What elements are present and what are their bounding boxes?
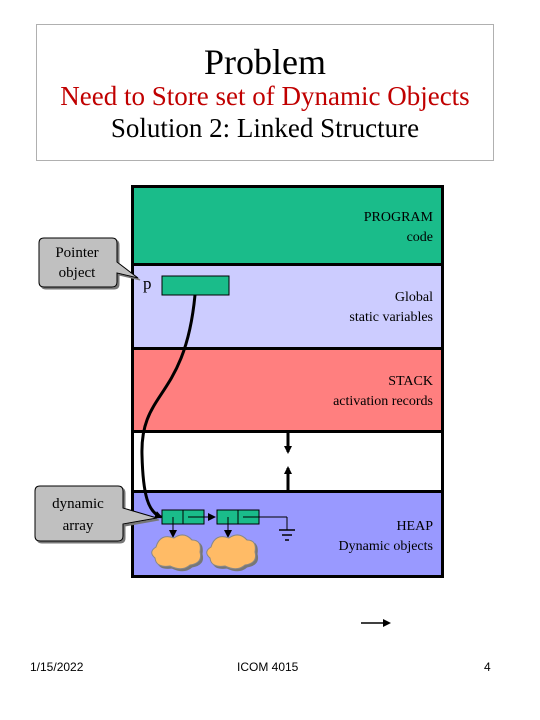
stack-label: STACK <box>388 374 433 389</box>
dynamic-object-2 <box>206 534 256 570</box>
pointer-variable-label: p <box>143 274 152 293</box>
program-sublabel: code <box>406 230 433 245</box>
list-node-1 <box>161 509 216 538</box>
dynamic-object-1 <box>151 534 201 570</box>
list-node-2 <box>216 509 287 538</box>
pointer-callout-line2: object <box>59 265 96 281</box>
program-segment: PROGRAM code <box>131 185 444 266</box>
pointer-callout <box>38 237 139 288</box>
footer-page-number: 4 <box>484 660 491 674</box>
dynamic-callout-line1: dynamic <box>52 496 104 512</box>
dynamic-array-callout <box>34 485 158 542</box>
global-label: Global <box>394 290 433 305</box>
stack-sublabel: activation records <box>333 394 433 409</box>
title-box: Problem Need to Store set of Dynamic Obj… <box>36 24 494 161</box>
slide-title: Problem <box>204 42 326 82</box>
pointer-callout-line1: Pointer <box>55 245 98 261</box>
null-ground-symbol <box>279 517 295 541</box>
slide-solution: Solution 2: Linked Structure <box>110 113 420 143</box>
footer-course: ICOM 4015 <box>237 660 299 674</box>
pointer-variable-box <box>161 275 230 296</box>
heap-segment: HEAP Dynamic objects <box>131 490 444 578</box>
program-label: PROGRAM <box>363 210 433 225</box>
pointer-arrow <box>140 294 197 519</box>
heap-label: HEAP <box>396 519 433 534</box>
heap-sublabel: Dynamic objects <box>338 539 433 554</box>
dynamic-callout-line2: array <box>63 518 94 534</box>
footer-date: 1/15/2022 <box>30 660 84 674</box>
global-sublabel: static variables <box>349 310 433 325</box>
slide-subtitle: Need to Store set of Dynamic Objects <box>60 81 470 111</box>
